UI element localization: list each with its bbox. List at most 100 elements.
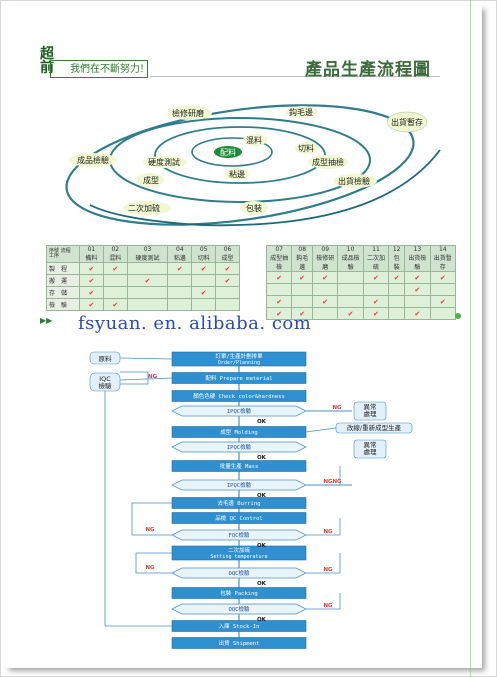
table-cell: [388, 283, 406, 296]
page-title: 產品生產流程圖: [305, 60, 431, 80]
flow-loop-line: [306, 518, 341, 536]
flow-exception-label: 處理: [364, 447, 378, 456]
orbit-label: 二次加硫: [128, 203, 160, 213]
flow-ng-label: NG: [323, 479, 333, 485]
flow-ng-label: NG: [145, 565, 155, 571]
flow-decision-label: IPQC檢驗: [227, 407, 252, 415]
table-cell: [404, 295, 431, 308]
flow-node-label: 批量生產 Mass: [220, 462, 259, 470]
orbit-label: 檢修研磨: [172, 108, 204, 118]
flow-decision-label: OQC檢驗: [229, 569, 250, 577]
orbit-label: 硬度測試: [148, 157, 180, 167]
flow-connector: [119, 377, 173, 381]
table-cell: [312, 307, 339, 320]
table-cell: [337, 271, 364, 284]
flow-node-label: 去毛邊 Burring: [218, 499, 261, 507]
table-cell: ✔: [102, 298, 128, 311]
flow-ng-label: NG: [332, 479, 342, 485]
flow-raw-label: 原料: [99, 354, 113, 363]
flow-process-node: [171, 390, 307, 402]
table-cell: [102, 274, 128, 287]
table-cell: [215, 298, 240, 311]
table-cell: ✔: [291, 271, 314, 284]
table-cell: [215, 286, 240, 299]
flow-iqc-label: IQC: [99, 375, 111, 383]
flow-node-label: 包裝 Packing: [220, 589, 258, 597]
title-underline: [150, 76, 440, 77]
table-cell: [167, 286, 193, 299]
table-cell: ✔: [404, 307, 431, 320]
flow-connector: [119, 357, 173, 360]
orbit-label: 成型抽檢: [312, 157, 344, 167]
table-cell: ✔: [79, 274, 104, 287]
table-cell: [291, 295, 314, 308]
orbit-label: 切料: [298, 143, 314, 153]
table-cell: [126, 262, 169, 275]
table-row-label: 存 儲: [46, 286, 80, 299]
table-cell: [265, 283, 293, 296]
table-cell: ✔: [167, 262, 193, 275]
flow-ng-label: NG: [332, 405, 342, 411]
flow-node-cn: 訂單/生產計劃排單: [215, 352, 263, 360]
orbit-label: 成品檢驗: [77, 155, 109, 165]
flow-iqc-loop: [120, 371, 149, 385]
orbit-label: 配料: [220, 147, 236, 157]
double-arrow-icon: ▶▶: [40, 316, 53, 325]
table-cell: [388, 307, 406, 320]
flow-process-node: [171, 512, 307, 524]
table-cell: ✔: [126, 274, 169, 287]
flow-process-node: [171, 637, 307, 649]
flow-node-en: Setting temperature: [210, 554, 267, 560]
flow-return-line: [305, 427, 337, 433]
flow-exception-label: 改線/重新成型生產: [347, 423, 402, 432]
flow-loop-line: [306, 466, 341, 486]
flow-decision-node: [171, 441, 307, 453]
orbit-label: 成型: [143, 175, 159, 185]
flow-decision-label: IPQC檢驗: [227, 443, 252, 451]
flow-node-label: 成型 Molding: [220, 428, 258, 436]
website-url[interactable]: fsyuan. en. alibaba. com: [78, 313, 312, 334]
flow-node-label: 出貨 Shipment: [219, 639, 260, 647]
table-cell: ✔: [362, 295, 390, 308]
table-cell: ✔: [215, 262, 240, 275]
flow-node-label: 入庫 Stock-In: [219, 622, 260, 630]
flow-exception-label: 處理: [364, 409, 378, 418]
flow-node-label: 顏色色硬 Check color&hardness: [193, 392, 285, 400]
flow-decision-label: FQC檢驗: [229, 531, 250, 539]
table-cell: ✔: [404, 283, 431, 296]
table-corner: 序號 流程工序: [46, 245, 80, 263]
table-cell: [312, 283, 339, 296]
table-cell: ✔: [312, 295, 339, 308]
orbit-label: 混料: [246, 135, 262, 145]
flow-ok-label: OK: [257, 581, 267, 587]
table-cell: ✔: [404, 271, 431, 284]
flow-ok-label: OK: [257, 493, 267, 499]
orbit-label: 包裝: [246, 203, 262, 213]
table-cell: ✔: [362, 307, 390, 320]
flow-exception-label: 異常: [364, 402, 377, 411]
table-cell: ✔: [337, 307, 364, 320]
table-cell: [429, 307, 457, 320]
flow-ok-label: OK: [257, 543, 267, 549]
flow-decision-label: IPQC檢驗: [227, 481, 252, 489]
flow-ng-label: NG: [323, 567, 333, 573]
flow-loop-line: [306, 553, 341, 574]
flow-ng-label: NG: [323, 529, 333, 535]
flow-decision-label: OQC檢驗: [229, 605, 250, 613]
flow-node-label: 配料 Prepare material: [205, 374, 272, 382]
flow-left-loop: [135, 552, 172, 574]
flow-exception-label: 異常: [364, 440, 377, 449]
